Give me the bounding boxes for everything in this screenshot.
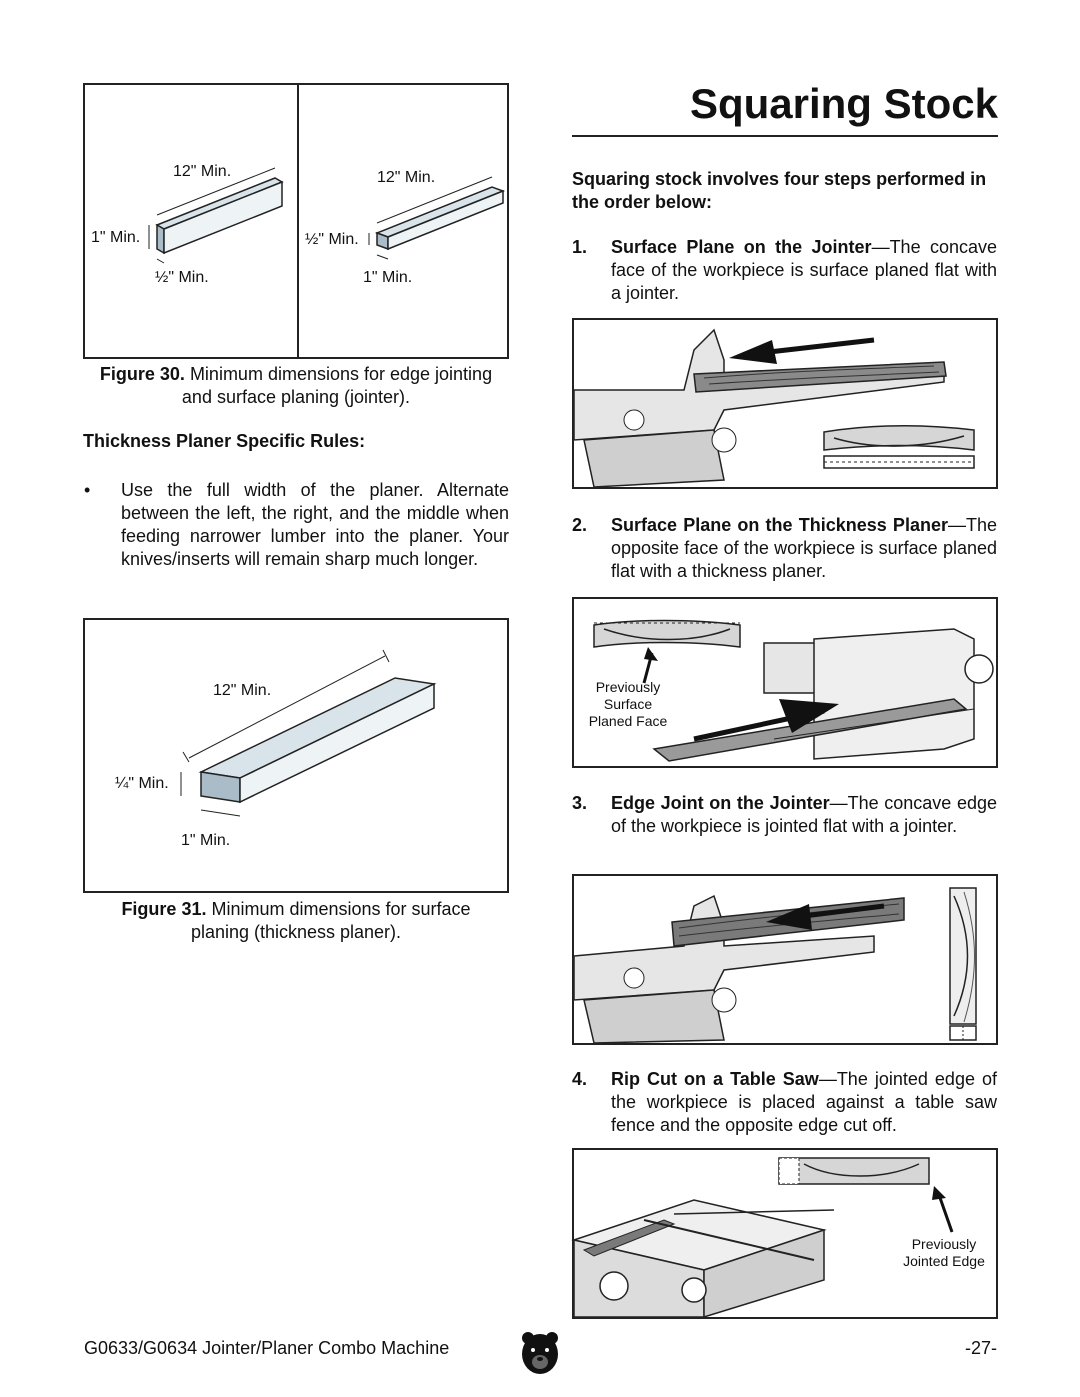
step-4-description: —The jointed edge of the workpiece is pl…: [611, 1069, 997, 1135]
fig30-right-width-label: 1" Min.: [363, 269, 413, 286]
step-2-text: Surface Plane on the Thickness Planer—Th…: [611, 514, 997, 583]
step-4-title: Rip Cut on a Table Saw: [611, 1069, 819, 1089]
step-3-description: —The concave edge of the workpiece is jo…: [611, 793, 997, 836]
fig30-right-height-label: ½" Min.: [305, 231, 359, 248]
step-1-text: Surface Plane on the Jointer—The concave…: [611, 236, 997, 305]
step-2-label-line3: Planed Face: [588, 713, 668, 729]
bear-logo: [520, 1330, 560, 1376]
figure-31-caption: Figure 31. Minimum dimensions for surfac…: [83, 898, 509, 944]
step-2-title: Surface Plane on the Thickness Planer: [611, 515, 948, 535]
figure-31-caption-label: Figure 31.: [121, 899, 207, 919]
figure-30-divider: [297, 85, 299, 357]
title-rule: [572, 135, 998, 137]
step-3-number: 3.: [572, 793, 588, 813]
step-4-number: 4.: [572, 1069, 588, 1089]
figure-31-caption-line2: planing (thickness planer).: [190, 922, 402, 942]
figure-30-caption-line2: and surface planing (jointer).: [181, 387, 411, 407]
figure-31-caption-text: Minimum dimensions for surface: [206, 899, 471, 919]
page-number: -27-: [964, 1338, 997, 1358]
figure-30: 12" Min. 1" Min. ½" Min. 12" Min. ½" Min…: [83, 83, 509, 359]
step-1-figure: [572, 318, 998, 489]
table-saw-illustration: [571, 1157, 954, 1319]
rules-heading: Thickness Planer Specific Rules:: [83, 431, 366, 451]
thickness-planer-illustration: [593, 619, 994, 762]
figure-30-caption: Figure 30. Minimum dimensions for edge j…: [83, 363, 509, 409]
jointer-surface-illustration: [573, 328, 975, 488]
step-2-label-line1: Previously: [595, 679, 661, 695]
step-1-title: Surface Plane on the Jointer: [611, 237, 872, 257]
footer-title: G0633/G0634 Jointer/Planer Combo Machine: [84, 1338, 450, 1358]
step-4-label-line1: Previously: [911, 1236, 977, 1252]
figure-30-drawing: [148, 167, 506, 264]
step-2-figure: Previously Surface Planed Face: [572, 597, 998, 768]
step-1-description: —The concave face of the workpiece is su…: [611, 237, 997, 303]
step-2-description: —The opposite face of the workpiece is s…: [611, 515, 997, 581]
fig30-left-height-label: 1" Min.: [91, 229, 141, 246]
step-4-figure: Previously Jointed Edge: [571, 1148, 998, 1319]
fig30-right-length-label: 12" Min.: [377, 169, 436, 186]
jointer-edge-illustration: [573, 887, 977, 1044]
step-3-text: Edge Joint on the Jointer—The concave ed…: [611, 792, 997, 838]
figure-30-caption-label: Figure 30.: [99, 364, 185, 384]
fig30-left-width-label: ½" Min.: [155, 269, 209, 286]
step-4-label-line2: Jointed Edge: [903, 1253, 985, 1269]
fig31-width-label: 1" Min.: [181, 832, 231, 849]
page-title: Squaring Stock: [689, 80, 998, 127]
step-3-title: Edge Joint on the Jointer: [611, 793, 830, 813]
step-3-figure: [572, 874, 998, 1045]
fig30-left-length-label: 12" Min.: [173, 163, 232, 180]
step-2-label-line2: Surface: [603, 696, 653, 712]
rules-bullet: •: [84, 480, 91, 500]
figure-31: 12" Min. ¼" Min. 1" Min.: [83, 618, 509, 893]
fig31-length-label: 12" Min.: [213, 682, 272, 699]
intro-text: Squaring stock involves four steps perfo…: [572, 169, 987, 212]
step-1-number: 1.: [572, 237, 588, 257]
figure-30-caption-text: Minimum dimensions for edge jointing: [184, 364, 493, 384]
step-2-number: 2.: [572, 515, 588, 535]
figure-31-drawing: [180, 649, 437, 817]
step-4-text: Rip Cut on a Table Saw—The jointed edge …: [611, 1068, 997, 1137]
fig31-height-label: ¼" Min.: [115, 775, 169, 792]
rules-text: Use the full width of the planer. Altern…: [121, 480, 509, 569]
